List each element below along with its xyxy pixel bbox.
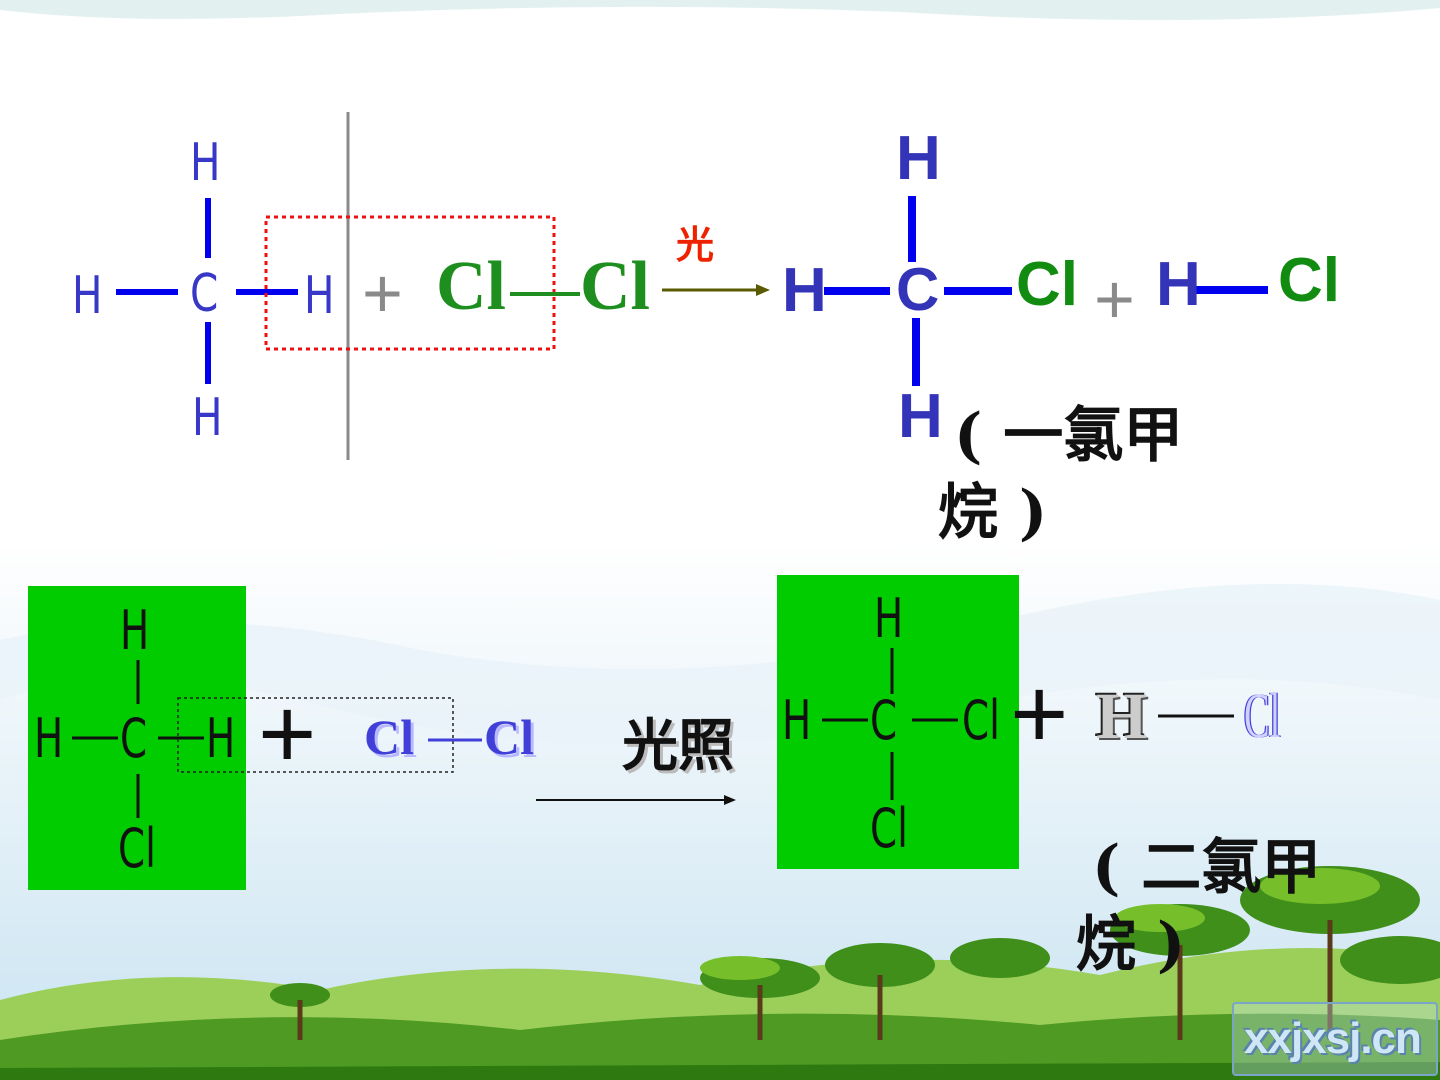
reactant2-h-top: H: [120, 599, 150, 662]
product-name-2: ( 二氯甲 烷 ): [1076, 830, 1322, 984]
plus-sign-4: +: [1010, 658, 1069, 770]
dotted-highlight-box: [264, 215, 556, 351]
condition-light: 光: [676, 223, 715, 267]
product2-h-left: H: [782, 689, 812, 752]
reaction-arrow-head-2: [724, 795, 736, 805]
reactant-highlight-box: [28, 586, 246, 890]
product2-cl-bottom: Cl: [870, 797, 908, 860]
product2-h-top: H: [874, 587, 904, 650]
product-h-bottom: H: [898, 382, 943, 451]
methane-h-left: H: [72, 266, 103, 326]
product-name-2-line2: 烷 ): [1076, 909, 1186, 980]
product-name-1-line1: ( 一氯甲: [954, 401, 1184, 471]
product-h-top: H: [896, 124, 941, 193]
product-name-2-line1: ( 二氯甲: [1092, 833, 1322, 903]
product-name-1-line2: 烷 ): [938, 477, 1048, 548]
hcl2-cl: Cl: [1244, 680, 1281, 751]
dashed-highlight-box: [177, 697, 454, 773]
plus-sign-2: +: [1094, 260, 1135, 338]
chlorine2-left: Cl: [364, 709, 414, 765]
reactant2-c: C: [120, 707, 148, 770]
product-cl: Cl: [1016, 250, 1078, 319]
hcl2-h: H: [1096, 680, 1148, 753]
chlorine-right: Cl: [580, 248, 650, 325]
condition-light-2: 光照: [622, 713, 734, 779]
reactant2-h-left: H: [34, 707, 64, 770]
methane-h-bottom: H: [192, 388, 223, 448]
plus-sign-3: +: [258, 678, 317, 790]
methane-h-top: H: [190, 133, 221, 193]
product2-cl-right: Cl: [962, 689, 1000, 752]
chlorine-left: Cl: [436, 248, 506, 325]
plus-sign-1: +: [362, 254, 403, 332]
chlorine2-right: Cl: [484, 709, 534, 765]
product-name-1: ( 一氯甲 烷 ): [938, 398, 1184, 552]
methane-c: C: [190, 264, 219, 324]
reaction-arrow-head-1: [756, 284, 770, 296]
watermark-logo: xxjxsj.cn: [1232, 1002, 1438, 1076]
product2-c: C: [870, 689, 898, 752]
reactant2-cl-bottom: Cl: [118, 817, 156, 880]
product-h-left: H: [782, 256, 827, 325]
hcl-cl: Cl: [1278, 246, 1340, 315]
product-highlight-box: [777, 575, 1019, 869]
hcl-h: H: [1156, 250, 1201, 319]
reactant2-h-right: H: [206, 707, 236, 770]
product-c: C: [896, 256, 940, 323]
methane-h-right: H: [304, 266, 335, 326]
watermark-text: xxjxsj.cn: [1244, 1014, 1422, 1063]
